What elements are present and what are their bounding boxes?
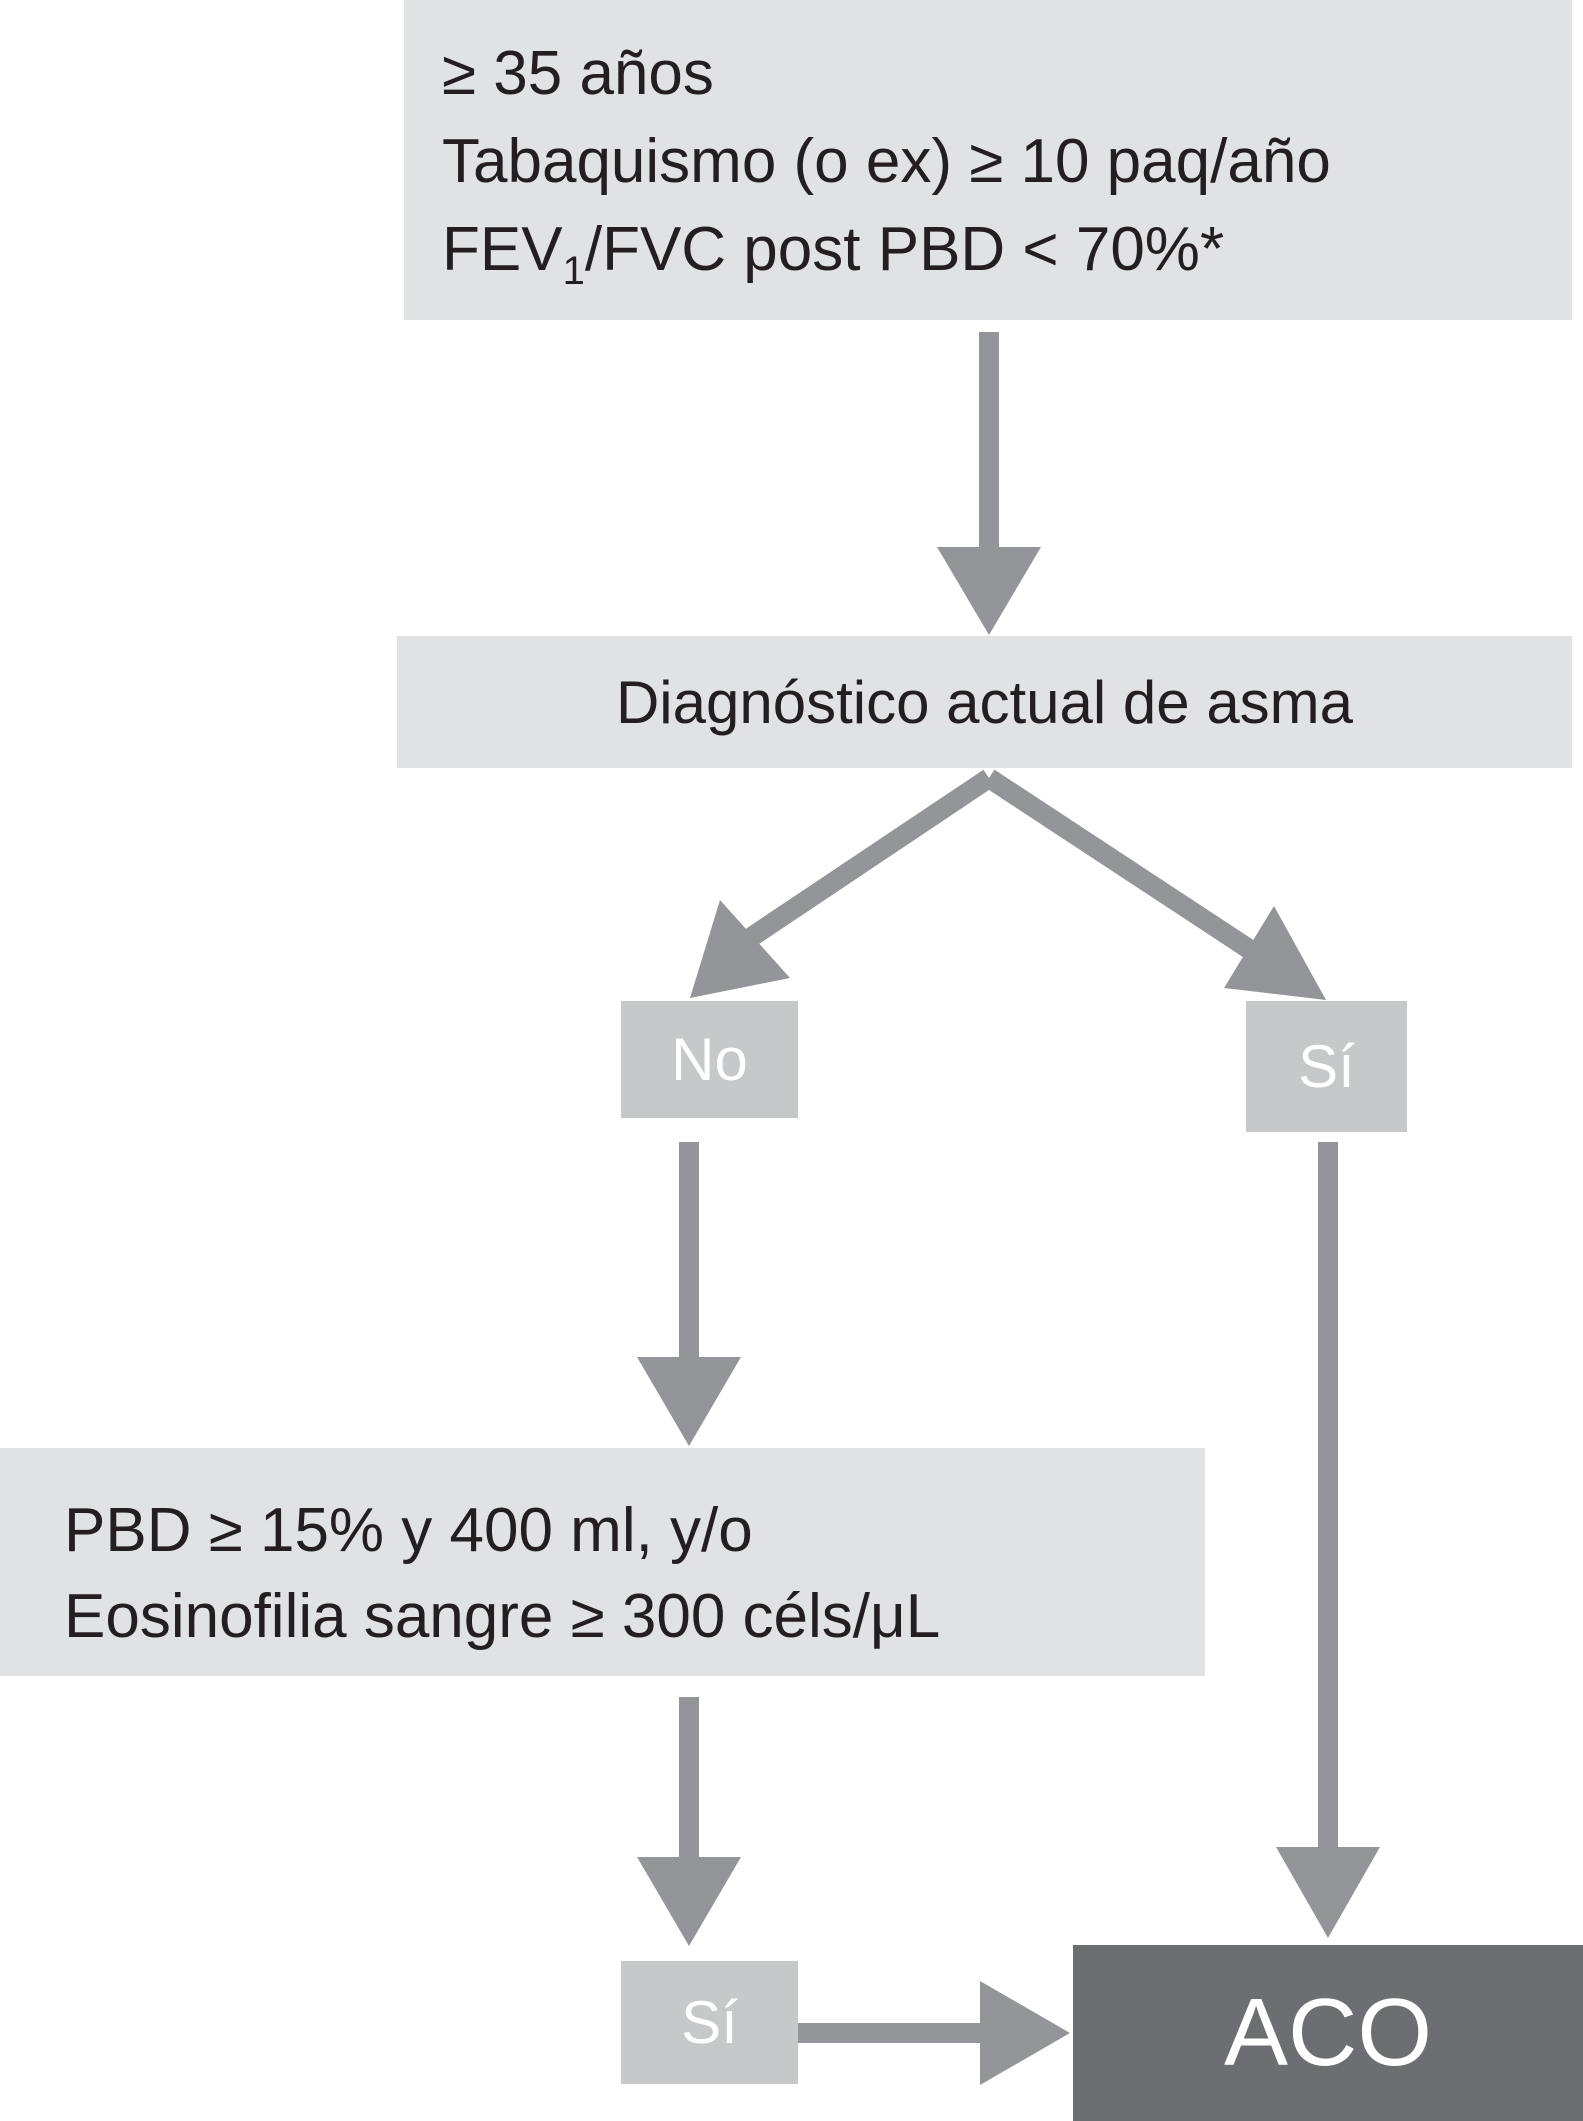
- arrow-no-to-pbd: [637, 1142, 741, 1446]
- criteria-age: ≥ 35 años: [442, 39, 714, 108]
- pbd-yes-box: Sí: [621, 1961, 798, 2084]
- criteria-fev-subscript: 1: [562, 249, 585, 293]
- asthma-diagnosis-label: Diagnóstico actual de asma: [615, 668, 1354, 736]
- criteria-fev-label: FEV: [442, 215, 563, 284]
- criteria-smoking: Tabaquismo (o ex) ≥ 10 paq/año: [442, 127, 1331, 196]
- asthma-diagnosis-box: Diagnóstico actual de asma: [397, 636, 1572, 768]
- pbd-eosinophilia-box: PBD ≥ 15% y 400 ml, y/o Eosinofilia sang…: [0, 1448, 1205, 1676]
- branch-yes-box: Sí: [1246, 1001, 1407, 1132]
- branch-no-box: No: [621, 1001, 798, 1118]
- arrow-pbd-yes-to-aco: [778, 1981, 1070, 2085]
- criteria-fvc-text: /FVC post PBD < 70%*: [584, 215, 1225, 284]
- criteria-box: ≥ 35 años Tabaquismo (o ex) ≥ 10 paq/año…: [404, 0, 1572, 320]
- branch-no-label: No: [671, 1026, 748, 1093]
- aco-result-label: ACO: [1223, 1979, 1433, 2086]
- arrow-asthma-to-yes: [983, 769, 1326, 1000]
- branch-yes-label: Sí: [1298, 1033, 1355, 1100]
- arrow-asthma-to-no: [690, 769, 995, 998]
- pbd-criterion: PBD ≥ 15% y 400 ml, y/o: [64, 1496, 753, 1565]
- pbd-yes-label: Sí: [681, 1989, 738, 2056]
- arrow-yes-to-aco: [1276, 1142, 1380, 1938]
- eosinophilia-criterion: Eosinofilia sangre ≥ 300 céls/μL: [64, 1582, 941, 1651]
- arrow-pbd-to-yes: [637, 1697, 741, 1946]
- aco-result-box: ACO: [1073, 1945, 1583, 2121]
- arrow-criteria-to-asthma: [937, 332, 1041, 635]
- criteria-spirometry: FEV1/FVC post PBD < 70%*: [442, 206, 1572, 294]
